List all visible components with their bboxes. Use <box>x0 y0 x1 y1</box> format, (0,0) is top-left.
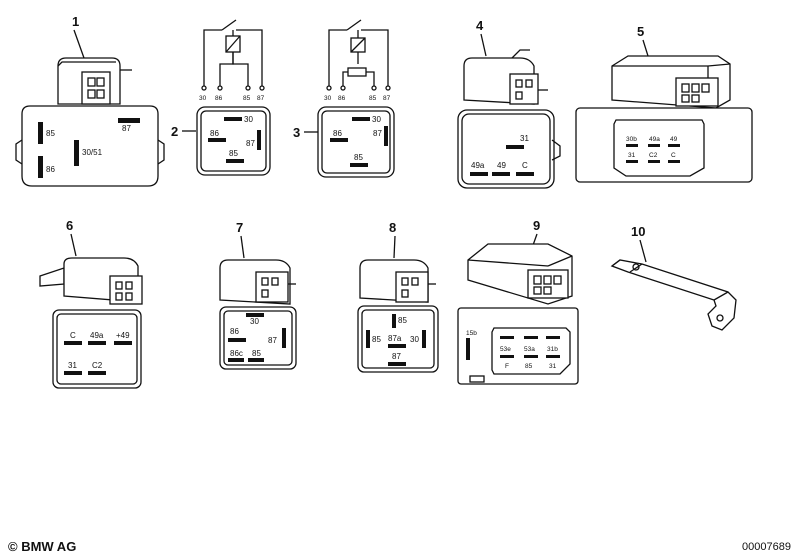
schematic-pin-label: 30 <box>199 95 207 102</box>
pin-label: 49a <box>649 136 660 143</box>
pin-label: 85 <box>354 153 363 162</box>
pin-label: +49 <box>116 331 130 340</box>
pin-85-terminal <box>38 122 43 144</box>
callout-7: 7 <box>236 220 243 235</box>
schematic-pin-label: 87 <box>257 95 265 102</box>
pin-label: 86 <box>46 165 55 174</box>
pin-label: 86 <box>333 129 342 138</box>
pin-label: 86c <box>230 349 243 358</box>
pin-label: 15b <box>466 330 477 337</box>
schematic-pin-label: 85 <box>243 95 251 102</box>
part-5[interactable]: 5 30b 49a 49 31 C2 C <box>575 24 753 183</box>
pin-label: C <box>522 161 528 170</box>
part-4[interactable]: 4 31 49a 49 C <box>457 18 561 189</box>
schematic-pin-label: 30 <box>324 95 332 102</box>
callout-8: 8 <box>389 220 396 235</box>
callout-6: 6 <box>66 218 73 233</box>
part-9[interactable]: 9 15b 53e 53a 31b F 85 31 <box>457 218 579 385</box>
pin-label: 31 <box>628 152 636 159</box>
pin-label: C2 <box>649 152 658 159</box>
pin-label: 85 <box>372 335 381 344</box>
pin-label: 30 <box>244 115 253 124</box>
part-1[interactable]: 1 85 87 30/51 86 <box>15 14 165 187</box>
pin-label: 49 <box>497 161 506 170</box>
part-3[interactable]: 3 30 86 87 85 <box>293 106 395 178</box>
callout-9: 9 <box>533 218 540 233</box>
pin-86-terminal <box>38 156 43 178</box>
schematic-pin-label: 85 <box>369 95 377 102</box>
pin-label: 30 <box>410 335 419 344</box>
schematic-pin-label: 86 <box>215 95 223 102</box>
pin-label: 87 <box>122 124 131 133</box>
part-6[interactable]: 6 C 49a +49 31 C2 <box>39 218 143 389</box>
part-10-bracket[interactable]: 10 <box>610 224 737 331</box>
pin-label: 53a <box>524 346 535 353</box>
pin-label: 85 <box>398 316 407 325</box>
pin-label: C2 <box>92 361 103 370</box>
pin-30-51-terminal <box>74 140 79 166</box>
pin-label: 85 <box>46 129 55 138</box>
part-2[interactable]: 2 30 86 87 85 <box>171 106 271 176</box>
callout-1: 1 <box>72 14 79 29</box>
pin-label: 30/51 <box>82 148 103 157</box>
pin-label: 86 <box>210 129 219 138</box>
pin-label: 87 <box>392 352 401 361</box>
pin-label: 85 <box>252 349 261 358</box>
pin-label: 30b <box>626 136 637 143</box>
callout-10: 10 <box>631 224 645 239</box>
pin-label: 87a <box>388 334 402 343</box>
pin-label: 30 <box>372 115 381 124</box>
pin-label: 31 <box>68 361 77 370</box>
image-number: 00007689 <box>742 541 791 553</box>
callout-5: 5 <box>637 24 644 39</box>
schematic-pin-label: 87 <box>383 95 391 102</box>
pin-label: 31 <box>520 134 529 143</box>
pin-label: 31b <box>547 346 558 353</box>
pin-label: 31 <box>549 363 557 370</box>
schematic-3: 30 86 85 87 <box>324 19 391 102</box>
pin-label: 87 <box>373 129 382 138</box>
part-8[interactable]: 8 85 87a 30 85 87 <box>357 220 439 373</box>
pin-label: 53e <box>500 346 511 353</box>
callout-4: 4 <box>476 18 484 33</box>
callout-3: 3 <box>293 125 300 140</box>
pin-label: 85 <box>229 149 238 158</box>
pin-label: 87 <box>246 139 255 148</box>
pin-label: 87 <box>268 336 277 345</box>
pin-label: C <box>671 152 676 159</box>
callout-2: 2 <box>171 124 178 139</box>
schematic-2: 30 86 85 87 <box>199 19 265 102</box>
pin-label: 86 <box>230 327 239 336</box>
pin-label: 30 <box>250 317 259 326</box>
copyright-text: © BMW AG <box>8 539 77 554</box>
pin-label: 49a <box>90 331 104 340</box>
part-7[interactable]: 7 30 86 87 86c 85 <box>219 220 297 370</box>
pin-label: C <box>70 331 76 340</box>
pin-label: 49 <box>670 136 678 143</box>
pin-label: 85 <box>525 363 533 370</box>
schematic-pin-label: 86 <box>338 95 346 102</box>
pin-label: F <box>505 363 509 370</box>
pin-label: 49a <box>471 161 485 170</box>
pin-87-terminal <box>118 118 140 123</box>
